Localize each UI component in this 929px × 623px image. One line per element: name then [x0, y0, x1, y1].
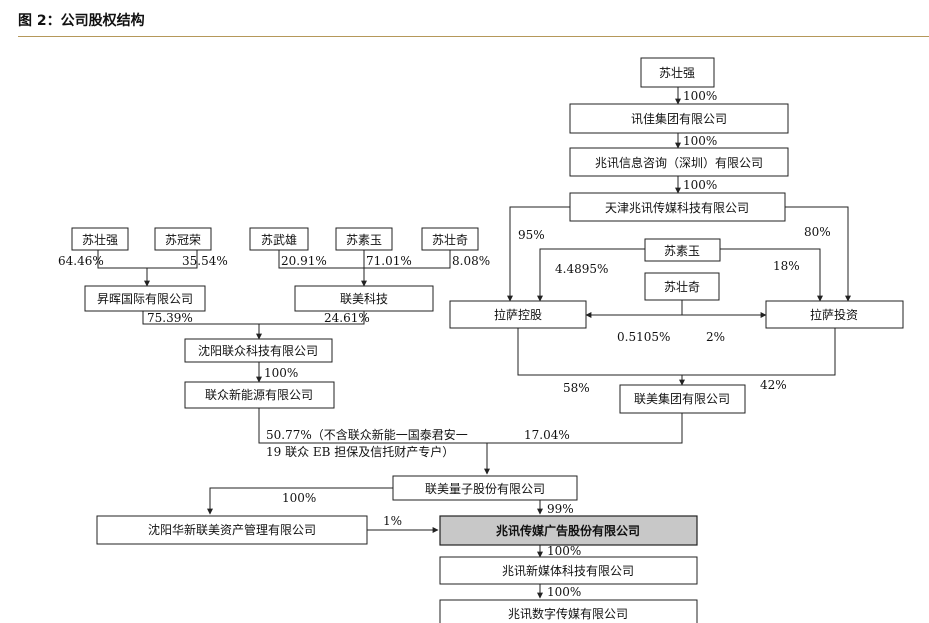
node-label: 苏壮奇 — [432, 233, 468, 247]
edge-label: 4.4895% — [555, 262, 608, 276]
node-label: 昇晖国际有限公司 — [97, 292, 193, 306]
edge-label: 8.08% — [452, 254, 490, 268]
box-xunjia[interactable]: 讯佳集团有限公司 — [569, 103, 789, 134]
edge-label: 75.39% — [147, 311, 193, 325]
box-zhaoxun-xinmeiti[interactable]: 兆讯新媒体科技有限公司 — [439, 556, 698, 585]
node-label: 兆讯传媒广告股份有限公司 — [496, 523, 640, 538]
edge-label: 95% — [518, 228, 545, 242]
node-label: 联美量子股份有限公司 — [425, 482, 545, 496]
node-label: 联众新能源有限公司 — [205, 387, 313, 402]
node-label: 苏素玉 — [346, 233, 382, 247]
node-label: 沈阳华新联美资产管理有限公司 — [148, 522, 316, 537]
node-label: 联美集团有限公司 — [634, 391, 730, 406]
edge-label: 71.01% — [366, 254, 412, 268]
edge-label: 100% — [547, 544, 581, 558]
edge-label: 17.04% — [524, 428, 570, 442]
node-label: 讯佳集团有限公司 — [631, 111, 727, 126]
title-rule — [18, 36, 929, 37]
box-shenyang-lianzhong[interactable]: 沈阳联众科技有限公司 — [184, 338, 333, 363]
node-label: 天津兆讯传媒科技有限公司 — [605, 200, 749, 215]
node-label: 兆讯数字传媒有限公司 — [508, 606, 628, 621]
edge-label: 100% — [282, 491, 316, 505]
edge-label: 2% — [706, 330, 725, 344]
edge-label: 100% — [683, 178, 717, 192]
node-label: 苏素玉 — [664, 244, 700, 258]
node-label: 联美科技 — [340, 292, 388, 306]
box-lianmei-keji[interactable]: 联美科技 — [294, 285, 434, 312]
connector-lines — [97, 87, 851, 599]
edge-label: 64.46% — [58, 254, 104, 268]
edge-labels: 100% 100% 100% 95% 80% 64.46% 35.54% 20.… — [58, 89, 831, 599]
edge-label: 0.5105% — [617, 330, 670, 344]
edge-label: 35.54% — [182, 254, 228, 268]
node-label: 苏武雄 — [261, 232, 297, 247]
node-label: 苏冠荣 — [165, 233, 201, 247]
box-szq-top[interactable]: 苏壮强 — [640, 57, 715, 88]
box-lasa-konggu[interactable]: 拉萨控股 — [449, 300, 587, 329]
node-label: 兆讯信息咨询（深圳）有限公司 — [595, 155, 763, 170]
edge-label: 100% — [264, 366, 298, 380]
edge-label: 100% — [683, 89, 717, 103]
edge-label: 99% — [547, 502, 574, 516]
node-label: 拉萨控股 — [494, 307, 542, 322]
node-label: 苏壮奇 — [664, 280, 700, 294]
edge-label: 18% — [773, 259, 800, 273]
box-lianzhong-xinnengyuan[interactable]: 联众新能源有限公司 — [184, 381, 335, 409]
box-lianmei-liangzi[interactable]: 联美量子股份有限公司 — [392, 475, 578, 501]
box-lasa-touzi[interactable]: 拉萨投资 — [765, 300, 904, 329]
box-szq2-right[interactable]: 苏壮奇 — [644, 272, 720, 301]
box-zhaoxun-shuzi[interactable]: 兆讯数字传媒有限公司 — [439, 599, 698, 623]
edge-label: 58% — [563, 381, 590, 395]
node-label: 兆讯新媒体科技有限公司 — [502, 563, 634, 578]
edge-label: 24.61% — [324, 311, 370, 325]
node-label: 拉萨投资 — [810, 307, 858, 322]
box-swx[interactable]: 苏武雄 — [249, 227, 309, 251]
edge-label: 100% — [683, 134, 717, 148]
edge-label: 1% — [383, 514, 402, 528]
box-shenghui[interactable]: 昇晖国际有限公司 — [84, 285, 206, 312]
box-lianmei-jituan[interactable]: 联美集团有限公司 — [619, 384, 746, 414]
edge-label: 80% — [804, 225, 831, 239]
box-tianjin[interactable]: 天津兆讯传媒科技有限公司 — [569, 192, 786, 222]
box-ssy-right[interactable]: 苏素玉 — [644, 238, 721, 262]
box-shenyang-huaxin[interactable]: 沈阳华新联美资产管理有限公司 — [96, 515, 368, 545]
box-zhaoxun-chuanmei[interactable]: 兆讯传媒广告股份有限公司 — [439, 515, 698, 546]
box-ssy-left[interactable]: 苏素玉 — [335, 227, 393, 251]
box-szq2-left[interactable]: 苏壮奇 — [421, 227, 479, 251]
edge-label: 19 联众 EB 担保及信托财产专户） — [266, 444, 454, 459]
box-zhaoxun-xinxi[interactable]: 兆讯信息咨询（深圳）有限公司 — [569, 147, 789, 177]
node-label: 苏壮强 — [659, 66, 695, 80]
box-szq-left[interactable]: 苏壮强 — [71, 227, 129, 251]
figure-title: 图 2：公司股权结构 — [18, 13, 145, 29]
edge-label: 42% — [760, 378, 787, 392]
node-label: 沈阳联众科技有限公司 — [198, 343, 318, 358]
node-label: 苏壮强 — [82, 233, 118, 247]
box-sgr[interactable]: 苏冠荣 — [154, 227, 212, 251]
edge-label: 50.77%（不含联众新能一国泰君安一 — [266, 427, 468, 442]
edge-label: 20.91% — [281, 254, 327, 268]
edge-label: 100% — [547, 585, 581, 599]
